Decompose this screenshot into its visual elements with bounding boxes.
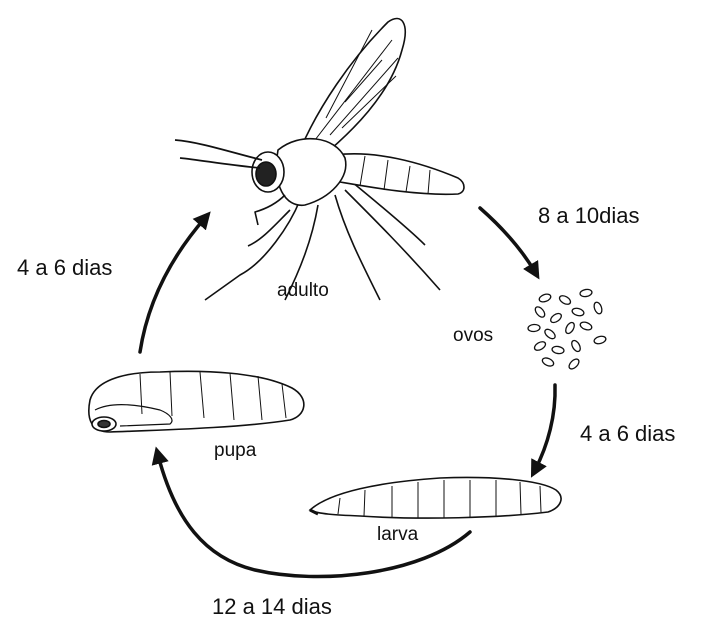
arrow-pupa-to-adulto: [138, 211, 211, 354]
pupa-icon: [88, 370, 305, 433]
stage-label-adulto: adulto: [277, 280, 329, 301]
adult-gnat-icon: [174, 17, 465, 301]
stage-label-ovos: ovos: [453, 325, 494, 346]
duration-larva-to-pupa: 12 a 14 dias: [212, 594, 332, 619]
stage-label-larva: larva: [377, 524, 419, 545]
egg-cluster-icon: [527, 288, 607, 370]
arrow-adulto-to-ovos: [478, 206, 540, 280]
cycle-arrows: [138, 206, 557, 579]
stage-label-pupa: pupa: [214, 440, 257, 461]
duration-ovos-to-larva: 4 a 6 dias: [580, 421, 676, 446]
arrow-ovos-to-larva: [530, 383, 557, 478]
arrow-larva-to-pupa: [151, 446, 472, 579]
duration-pupa-to-adulto: 4 a 6 dias: [17, 255, 113, 280]
duration-adulto-to-ovos: 8 a 10dias: [538, 203, 640, 228]
larva-icon: [308, 476, 562, 519]
